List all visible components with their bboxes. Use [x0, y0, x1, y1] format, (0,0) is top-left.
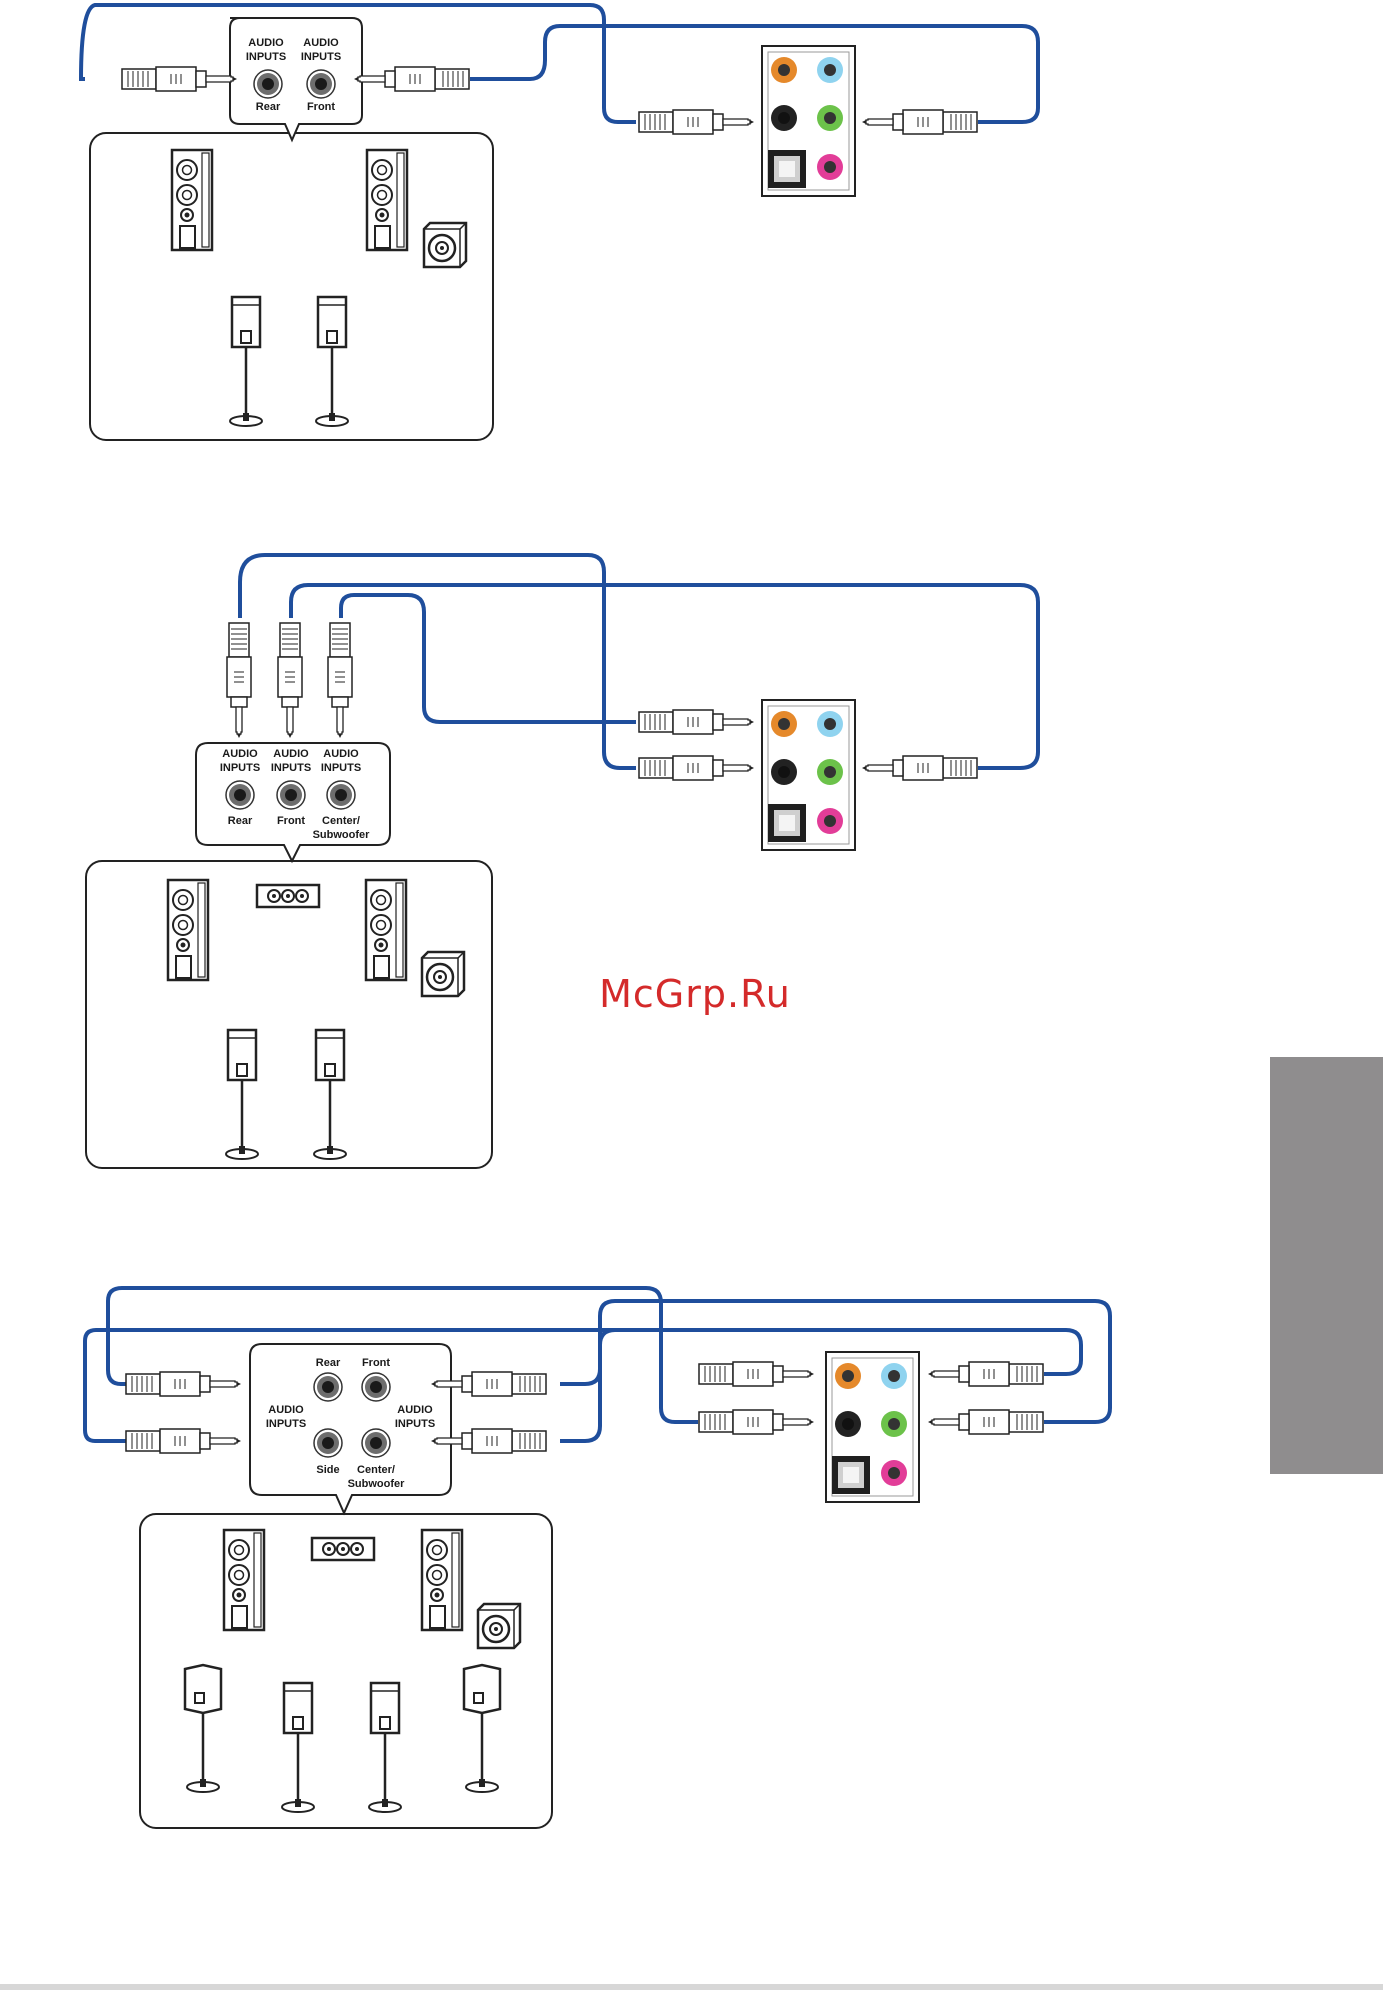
jack-front-label: Front: [362, 1357, 390, 1369]
jack-rear-icon[interactable]: [254, 70, 282, 98]
plug-icon[interactable]: [928, 1362, 1043, 1386]
jack-rear-label: Rear: [256, 101, 281, 113]
plug-icon[interactable]: [354, 67, 469, 91]
jack-front-icon[interactable]: [362, 1373, 390, 1401]
audio-port-panel: [826, 1352, 919, 1502]
subwoofer-icon: [424, 223, 466, 267]
plug-icon[interactable]: [328, 623, 352, 738]
speaker-room: [90, 133, 493, 440]
plug-icon[interactable]: [639, 110, 754, 134]
plug-icon[interactable]: [227, 623, 251, 738]
plug-icon[interactable]: [126, 1429, 241, 1453]
plug-icon[interactable]: [639, 756, 754, 780]
jack-rear-label: Rear: [228, 815, 253, 827]
plug-icon[interactable]: [699, 1362, 814, 1386]
subwoofer-icon: [478, 1604, 520, 1648]
subwoofer-icon: [422, 952, 464, 996]
jack-rear-icon[interactable]: [314, 1373, 342, 1401]
plug-icon[interactable]: [126, 1372, 241, 1396]
cable-front: [470, 26, 1038, 122]
plug-icon[interactable]: [862, 756, 977, 780]
center-speaker-icon: [257, 885, 319, 907]
front-left-speaker-icon: [172, 150, 212, 250]
plug-icon[interactable]: [928, 1410, 1043, 1434]
jack-center-subwoofer-icon[interactable]: [362, 1429, 390, 1457]
chapter-side-tab: [1270, 1057, 1383, 1474]
jack-side-label: Side: [316, 1464, 339, 1476]
cable-front: [291, 585, 1038, 768]
jack-rear-label: Rear: [316, 1357, 341, 1369]
jack-side-icon[interactable]: [314, 1429, 342, 1457]
plug-icon[interactable]: [122, 67, 237, 91]
jack-rear-icon[interactable]: [226, 781, 254, 809]
jack-front-label: Front: [307, 101, 335, 113]
plug-icon[interactable]: [699, 1410, 814, 1434]
plug-icon[interactable]: [862, 110, 977, 134]
front-right-speaker-icon: [367, 150, 407, 250]
front-right-speaker-icon: [366, 880, 406, 980]
plug-icon[interactable]: [278, 623, 302, 738]
audio-port-panel: [762, 700, 855, 850]
watermark: McGrp.Ru: [599, 972, 791, 1016]
jack-center-subwoofer-icon[interactable]: [327, 781, 355, 809]
cable-center-subwoofer: [341, 595, 636, 722]
audio-port-panel: [762, 46, 855, 196]
footer-rule: [0, 1984, 1383, 1990]
front-right-speaker-icon: [422, 1530, 462, 1630]
jack-front-icon[interactable]: [277, 781, 305, 809]
center-speaker-icon: [312, 1538, 374, 1560]
front-left-speaker-icon: [224, 1530, 264, 1630]
jack-front-label: Front: [277, 815, 305, 827]
jack-front-icon[interactable]: [307, 70, 335, 98]
front-left-speaker-icon: [168, 880, 208, 980]
plug-icon[interactable]: [639, 710, 754, 734]
